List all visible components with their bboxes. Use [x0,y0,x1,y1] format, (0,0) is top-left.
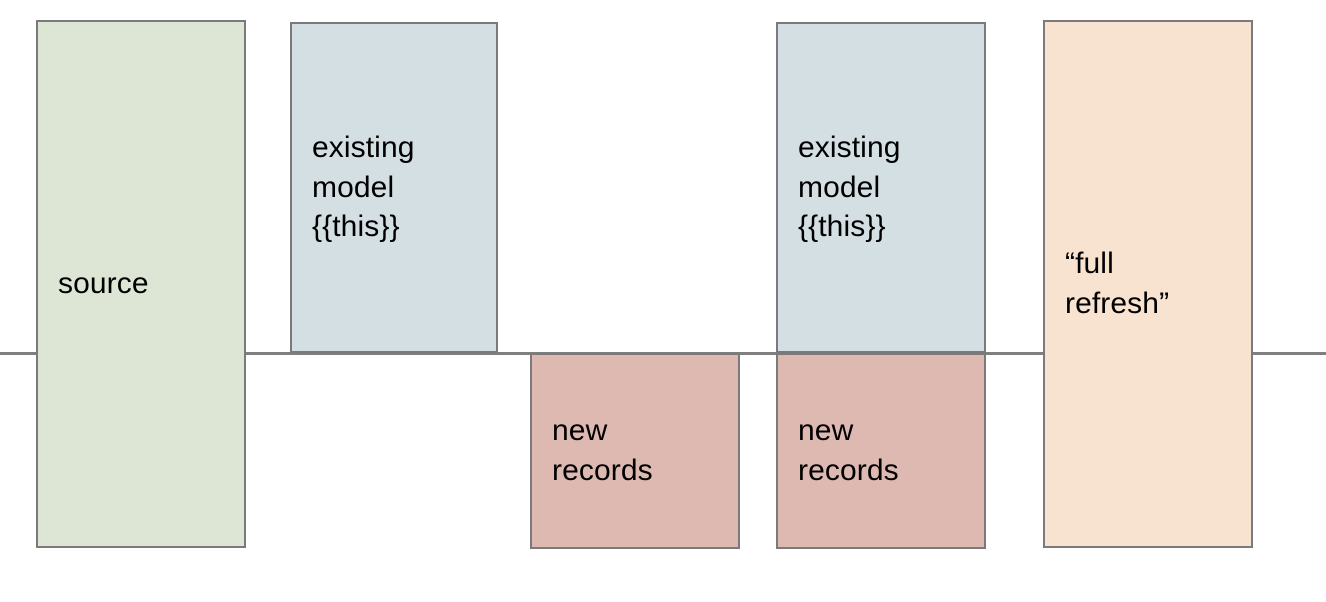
node-existing-model-2[interactable]: existing model {{this}} [776,22,986,353]
node-full-refresh-label: “full refresh” [1065,247,1170,320]
node-source[interactable]: source [36,20,246,548]
node-new-records-2[interactable]: new records [776,353,986,549]
node-new-records-1[interactable]: new records [530,353,740,549]
node-existing-model-2-label: existing model {{this}} [798,130,901,244]
node-source-label: source [58,267,149,301]
node-full-refresh[interactable]: “full refresh” [1043,20,1253,548]
node-existing-model-1[interactable]: existing model {{this}} [290,22,498,353]
node-new-records-2-label: new records [798,414,899,487]
node-existing-model-1-label: existing model {{this}} [312,130,415,244]
node-new-records-1-label: new records [552,414,653,487]
